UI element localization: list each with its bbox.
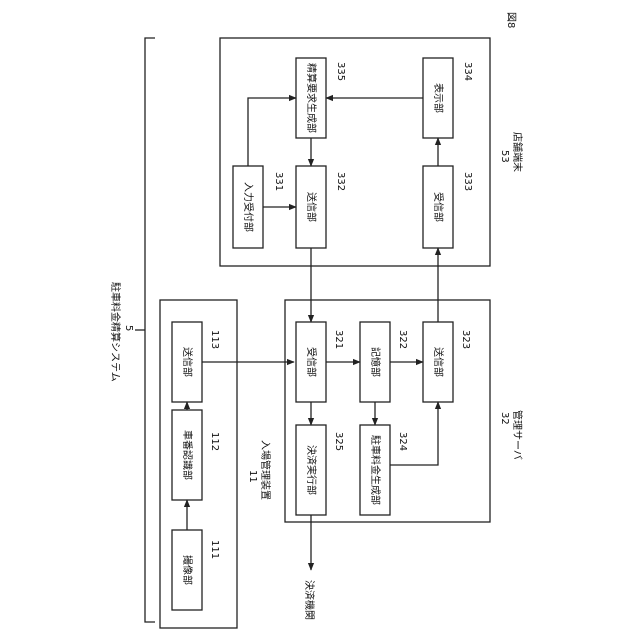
arrow-331-335 — [248, 98, 296, 166]
terminal-transmit-unit-number: 332 — [335, 172, 346, 191]
server-receive-unit-label: 受信部 — [305, 347, 318, 377]
plate-recognition-unit-number: 112 — [209, 432, 220, 451]
terminal-transmit-unit-label: 送信部 — [305, 192, 318, 222]
imaging-unit-number: 111 — [209, 540, 220, 559]
settlement-request-unit-label: 精算要求生成部 — [305, 63, 318, 133]
system-number: 5 — [123, 325, 134, 331]
storage-unit-number: 322 — [397, 330, 408, 349]
system-bracket — [145, 38, 155, 622]
display-unit-number: 334 — [462, 62, 473, 81]
settlement-unit-label: 決済実行部 — [305, 445, 318, 495]
input-accept-unit-label: 入力受付部 — [242, 182, 255, 232]
server-transmit-unit-number: 323 — [460, 330, 471, 349]
settlement-unit-number: 325 — [333, 432, 344, 451]
entrance-transmit-unit-number: 113 — [209, 330, 220, 349]
entrance-transmit-unit-label: 送信部 — [181, 347, 194, 377]
terminal-receive-unit-label: 受信部 — [432, 192, 445, 222]
entrance-device-number: 11 — [247, 470, 258, 483]
plate-recognition-unit-label: 車番認識部 — [181, 430, 194, 480]
parking-fee-unit-number: 324 — [397, 432, 408, 451]
input-accept-unit-number: 331 — [273, 172, 284, 191]
parking-fee-unit-label: 駐車料金生成部 — [369, 435, 382, 505]
server-transmit-unit-label: 送信部 — [432, 347, 445, 377]
terminal-number: 53 — [499, 150, 510, 163]
server-receive-unit-number: 321 — [333, 330, 344, 349]
display-unit-label: 表示部 — [432, 83, 445, 113]
figure-label: 図8 — [505, 12, 517, 28]
imaging-unit-label: 撮像部 — [181, 555, 194, 585]
server-name: 管理サーバ — [511, 410, 524, 460]
server-number: 32 — [499, 412, 510, 425]
terminal-receive-unit-number: 333 — [462, 172, 473, 191]
entrance-device-name: 入場管理装置 — [259, 440, 272, 500]
settlement-request-unit-number: 335 — [335, 62, 346, 81]
system-name: 駐車料金精算システム — [109, 282, 122, 382]
settlement-agency-label: 決済機関 — [303, 580, 316, 620]
storage-unit-label: 記憶部 — [369, 347, 382, 377]
terminal-name: 店舗端末 — [511, 132, 524, 172]
